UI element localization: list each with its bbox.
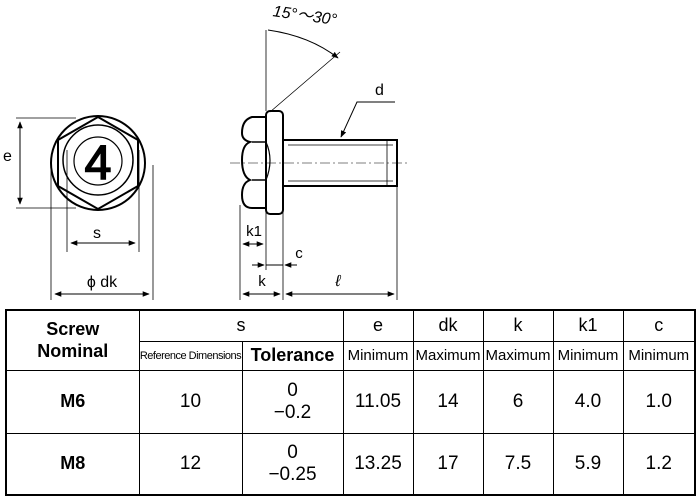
label-k1: k1 bbox=[246, 223, 262, 240]
hex-outline bbox=[57, 115, 139, 211]
cell-dk: 14 bbox=[412, 369, 484, 434]
subheader-tolerance: Tolerance bbox=[241, 340, 344, 371]
header-s: s bbox=[138, 309, 344, 342]
cell-tolerance: 0 −0.2 bbox=[241, 369, 344, 434]
header-c: c bbox=[622, 309, 696, 342]
label-dk: ϕ dk bbox=[87, 274, 118, 291]
angle-label: 15°～30° bbox=[272, 3, 339, 29]
subheader-reference: Reference Dimensions bbox=[138, 340, 243, 371]
label-s: s bbox=[93, 225, 101, 242]
header-dk: dk bbox=[412, 309, 484, 342]
leader-d bbox=[340, 101, 395, 138]
angle-arc bbox=[267, 29, 339, 59]
cell-k: 6 bbox=[482, 369, 554, 434]
cell-tolerance: 0 −0.25 bbox=[241, 432, 344, 496]
cell-dk: 17 bbox=[412, 432, 484, 496]
mark-circle bbox=[73, 136, 123, 186]
label-e: e bbox=[3, 148, 12, 165]
cell-nominal: M6 bbox=[5, 369, 140, 434]
cell-c: 1.0 bbox=[622, 369, 696, 434]
cell-k1: 5.9 bbox=[552, 432, 624, 496]
header-screw-nominal: Screw Nominal bbox=[5, 309, 140, 371]
cell-nominal: M8 bbox=[5, 432, 140, 496]
cell-e: 11.05 bbox=[342, 369, 414, 434]
screw-technical-drawing: 4 e s ϕ dk bbox=[3, 3, 410, 300]
table-row: M8 12 0 −0.25 13.25 17 7.5 5.9 1.2 bbox=[5, 432, 696, 496]
subheader-e: Minimum bbox=[342, 340, 414, 371]
inner-circle bbox=[62, 124, 134, 196]
header-k1: k1 bbox=[552, 309, 624, 342]
table-row: M6 10 0 −0.2 11.05 14 6 4.0 1.0 bbox=[5, 369, 696, 434]
subheader-k1: Minimum bbox=[552, 340, 624, 371]
label-l: ℓ bbox=[334, 273, 341, 290]
cell-s-ref: 12 bbox=[138, 432, 243, 496]
dimension-table: Screw Nominal s e dk k k1 c Reference Di… bbox=[5, 309, 696, 496]
side-view bbox=[230, 29, 410, 300]
front-view bbox=[16, 115, 154, 300]
cell-c: 1.2 bbox=[622, 432, 696, 496]
cell-k1: 4.0 bbox=[552, 369, 624, 434]
cell-s-ref: 10 bbox=[138, 369, 243, 434]
cell-e: 13.25 bbox=[342, 432, 414, 496]
head-mark-label: 4 bbox=[85, 137, 112, 190]
header-k: k bbox=[482, 309, 554, 342]
flange bbox=[265, 110, 284, 215]
subheader-dk: Maximum bbox=[412, 340, 484, 371]
subheader-k: Maximum bbox=[482, 340, 554, 371]
label-d: d bbox=[375, 82, 384, 99]
hex-head bbox=[240, 116, 266, 209]
subheader-c: Minimum bbox=[622, 340, 696, 371]
label-k: k bbox=[258, 273, 266, 290]
cell-k: 7.5 bbox=[482, 432, 554, 496]
label-c: c bbox=[295, 245, 303, 262]
header-e: e bbox=[342, 309, 414, 342]
